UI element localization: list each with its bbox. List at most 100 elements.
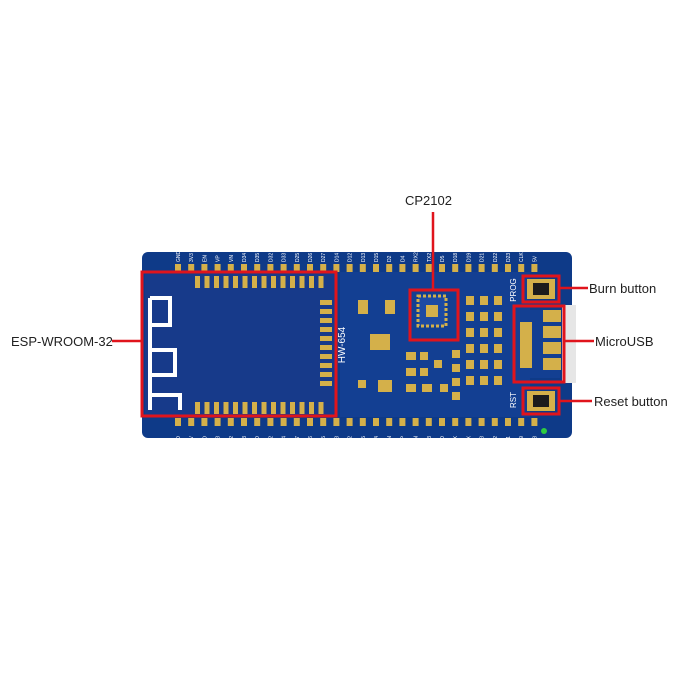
top-pin-pad [518,264,525,272]
top-pin-pad [307,264,313,272]
top-pin-pad [399,264,406,272]
top-pin-label: D23 [506,253,512,262]
smd-component [378,380,392,392]
bottom-pin-pad [531,418,538,426]
smd-component [494,344,502,353]
bottom-pin-label: D26 [308,436,314,445]
module-pad [320,309,332,314]
bottom-pin-pad [518,418,525,426]
bottom-pin-pad [175,418,181,426]
top-pin-pad [280,264,287,272]
smd-component [434,360,442,368]
top-pin-pad [333,264,340,272]
smd-component [480,312,488,321]
top-pin-pad [439,264,445,272]
bottom-pin-label: SD2 [229,436,235,446]
bottom-pin-pad [399,418,406,426]
callout-burn-button: Burn button [589,281,657,296]
bottom-pin-label: RX [466,435,472,443]
module-pad [214,402,219,414]
smd-component [466,312,474,321]
bottom-pin-pad [412,418,419,426]
bottom-pin-pads [175,418,538,426]
top-pin-label: EN [202,255,208,262]
module-pad [320,381,332,386]
bottom-pin-label: TX [453,435,459,442]
top-pin-pad [386,264,393,272]
bottom-pin-label: D21 [506,436,512,445]
module-pad [320,372,332,377]
smd-component [480,328,488,337]
module-pad [271,276,276,288]
bottom-pin-pad [346,418,353,426]
esp-module [145,274,335,416]
top-pin-label: D22 [493,253,499,262]
bottom-pin-label: D23 [480,436,486,445]
module-pad [242,402,248,414]
top-pin-pad [241,264,247,272]
bottom-pin-pad [267,418,274,426]
top-pin-label: D5 [440,255,446,262]
smd-component [480,376,488,385]
top-pin-pad [293,264,300,272]
module-pad [204,276,210,288]
bottom-pin-pad [241,418,247,426]
top-pin-label: 3V3 [189,253,195,262]
module-pad [233,276,238,288]
top-pin-label: D21 [480,253,486,262]
bottom-pin-label: D35 [361,436,367,445]
module-pad [204,402,210,414]
smd-component [358,380,366,388]
bottom-pin-label: D34 [374,436,380,445]
smd-component [406,384,416,392]
antenna-trace [148,296,182,410]
top-pin-pad [478,264,485,272]
smd-component [358,300,368,314]
smd-component [466,328,474,337]
module-pad [223,402,229,414]
bottom-pin-pad [227,418,234,426]
top-pin-pad [175,264,181,272]
smd-component [420,368,428,376]
module-pad [195,402,200,414]
top-pin-label: D25 [295,253,301,262]
top-pin-label: D15 [374,253,380,262]
bottom-pin-label: D27 [295,436,301,445]
bottom-pin-pad [478,418,485,426]
callout-cp2102: CP2102 [405,193,452,208]
module-pad [320,327,332,332]
bottom-pin-pad [425,418,432,426]
top-pin-pad [412,264,419,272]
module-pad [195,276,200,288]
top-pin-pad [505,264,511,272]
bottom-pin-pad [254,418,261,426]
bottom-pin-pad [505,418,511,426]
top-pin-pad [201,264,208,272]
module-pad [261,276,267,288]
inner-components [358,296,502,400]
smd-component [440,384,448,392]
bottom-pin-pad [307,418,313,426]
module-pad [318,402,324,414]
top-pin-label: D18 [453,253,459,262]
smd-component [406,368,416,376]
smd-component [480,360,488,369]
module-pad [242,276,248,288]
bottom-pin-label: GND [440,436,446,448]
module-pads [195,276,332,414]
module-pad [223,276,229,288]
top-pin-label: D27 [321,253,327,262]
top-pin-pad [531,264,538,272]
module-pad [320,345,332,350]
module-pad [214,276,219,288]
top-pin-label: D33 [282,253,288,262]
top-pin-label: D34 [242,253,248,262]
callout-microusb: MicroUSB [595,334,654,349]
bottom-pin-label: D13 [242,436,248,445]
module-pad [233,402,238,414]
bottom-pin-pad [214,418,221,426]
module-pad [290,402,295,414]
smd-component [494,312,502,321]
top-pin-label: 5V [532,255,538,262]
